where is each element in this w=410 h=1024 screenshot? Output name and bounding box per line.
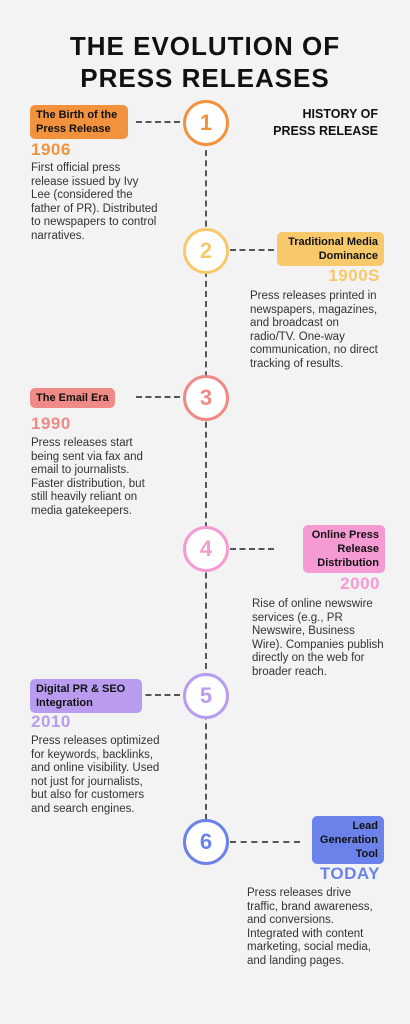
title-line-2: PRESS RELEASES: [80, 63, 330, 93]
subtitle-line-1: HISTORY OF: [302, 107, 378, 121]
connector-4: [230, 548, 274, 550]
subtitle: HISTORY OF PRESS RELEASE: [273, 106, 378, 140]
milestone-year-3: 1990: [31, 414, 71, 433]
connector-3: [136, 396, 180, 398]
milestone-description-1: First official press release issued by I…: [31, 162, 158, 242]
milestone-label-2: Traditional Media Dominance: [277, 232, 384, 266]
milestone-circle-5: 5: [183, 673, 229, 719]
milestone-circle-2: 2: [183, 228, 229, 274]
milestone-circle-6: 6: [183, 819, 229, 865]
milestone-label-3: The Email Era: [30, 388, 115, 408]
milestone-label-5: Digital PR & SEO Integration: [30, 679, 142, 713]
milestone-description-4: Rise of online newswire services (e.g., …: [252, 598, 384, 678]
milestone-year-1: 1906: [31, 140, 71, 159]
timeline-line: [205, 120, 207, 840]
connector-1: [136, 121, 180, 123]
connector-2: [230, 249, 274, 251]
milestone-label-6: Lead Generation Tool: [312, 816, 384, 864]
milestone-circle-3: 3: [183, 375, 229, 421]
title-line-1: THE EVOLUTION OF: [69, 31, 341, 61]
page-title: THE EVOLUTION OF PRESS RELEASES: [0, 30, 410, 94]
subtitle-line-2: PRESS RELEASE: [273, 124, 378, 138]
milestone-year-6: TODAY: [319, 864, 380, 883]
connector-6: [230, 841, 300, 843]
connector-5: [136, 694, 180, 696]
milestone-label-1: The Birth of the Press Release: [30, 105, 128, 139]
milestone-description-3: Press releases start being sent via fax …: [31, 437, 145, 517]
milestone-year-5: 2010: [31, 712, 71, 731]
milestone-description-6: Press releases drive traffic, brand awar…: [247, 887, 373, 967]
milestone-year-4: 2000: [340, 574, 380, 593]
milestone-description-2: Press releases printed in newspapers, ma…: [250, 290, 378, 370]
milestone-circle-4: 4: [183, 526, 229, 572]
milestone-circle-1: 1: [183, 100, 229, 146]
milestone-label-4: Online Press Release Distribution: [303, 525, 385, 573]
milestone-description-5: Press releases optimized for keywords, b…: [31, 735, 160, 815]
milestone-year-2: 1900S: [328, 266, 380, 285]
